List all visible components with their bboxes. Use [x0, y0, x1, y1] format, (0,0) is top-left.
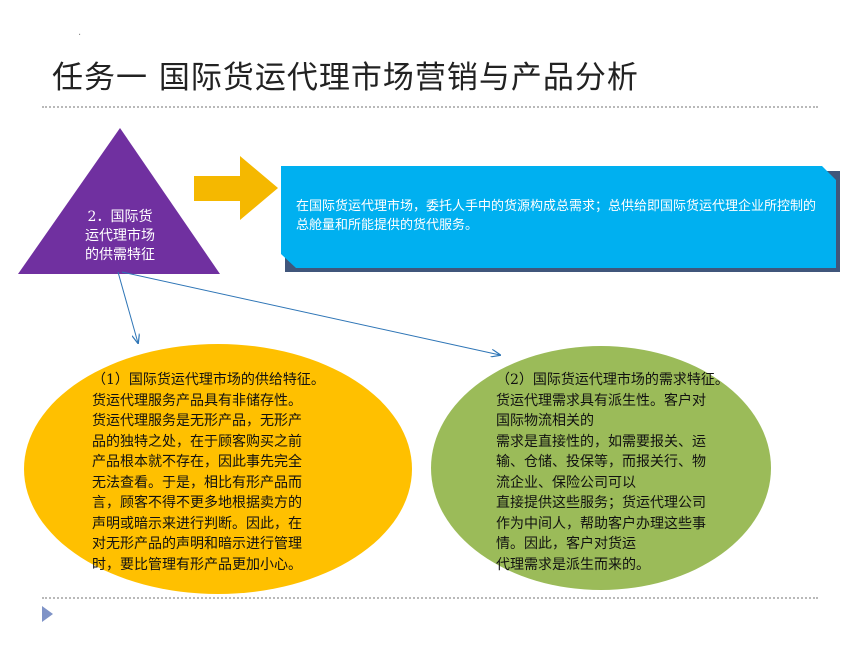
supply-line: 货运代理服务产品具有非储存性。 — [92, 392, 302, 409]
demand-line: 作为中间人，帮助客户办理这些事 — [496, 515, 706, 532]
supply-line: 言，顾客不得不更多地根据卖方的 — [92, 495, 302, 511]
supply-line: 时，要比管理有形产品更加小心。 — [92, 556, 302, 573]
supply-demand-triangle — [18, 128, 220, 274]
demand-line: 货运代理需求具有派生性。客户对 — [496, 392, 706, 409]
demand-oval — [431, 346, 771, 590]
demand-line: 需求是直接性的，如需要报关、运 — [496, 433, 706, 450]
supply-line: （1）国际货运代理市场的供给特征。 — [92, 372, 325, 388]
demand-supply-text: 在国际货运代理市场，委托人手中的货源构成总需求；总供给即国际货运代理企业所控制的… — [296, 199, 817, 233]
demand-supply-box — [281, 166, 836, 268]
demand-line: 输、仓储、投保等，而报关行、物 — [496, 454, 706, 470]
demand-line: 代理需求是派生而来的。 — [496, 556, 650, 573]
triangle-label: 2．国际货 运代理市场 的供需特征 — [85, 209, 155, 263]
demand-line: 国际物流相关的 — [496, 413, 594, 429]
decorative-dot: · — [78, 30, 82, 41]
connector-to-supply — [117, 271, 138, 343]
yellow-right-arrow-icon — [194, 156, 278, 220]
demand-line: 流企业、保险公司可以 — [496, 474, 636, 491]
demand-line: 直接提供这些服务；货运代理公司 — [496, 495, 706, 511]
supply-line: 货运代理服务是无形产品，无形产 — [92, 413, 302, 429]
supply-line: 品的独特之处，在于顾客购买之前 — [92, 433, 302, 450]
demand-line: （2）国际货运代理市场的需求特征。 — [496, 372, 729, 388]
connector-to-demand — [121, 271, 500, 355]
supply-oval — [24, 344, 412, 594]
demand-characteristics-text: （2）国际货运代理市场的需求特征。 货运代理需求具有派生性。客户对 国际物流相关… — [496, 370, 729, 575]
supply-line: 对无形产品的声明和暗示进行管理 — [92, 536, 302, 552]
bottom-divider — [42, 597, 818, 599]
supply-line: 产品根本就不存在，因此事先完全 — [92, 454, 302, 470]
supply-characteristics-text: （1）国际货运代理市场的供给特征。 货运代理服务产品具有非储存性。 货运代理服务… — [92, 370, 325, 575]
page-title: 任务一 国际货运代理市场营销与产品分析 — [52, 60, 639, 96]
demand-line: 情。因此，客户对货运 — [496, 536, 636, 552]
play-triangle-icon[interactable] — [42, 606, 53, 622]
supply-line: 声明或暗示来进行判断。因此，在 — [92, 515, 302, 532]
supply-line: 无法查看。于是，相比有形产品而 — [92, 474, 302, 491]
top-divider — [42, 106, 818, 108]
